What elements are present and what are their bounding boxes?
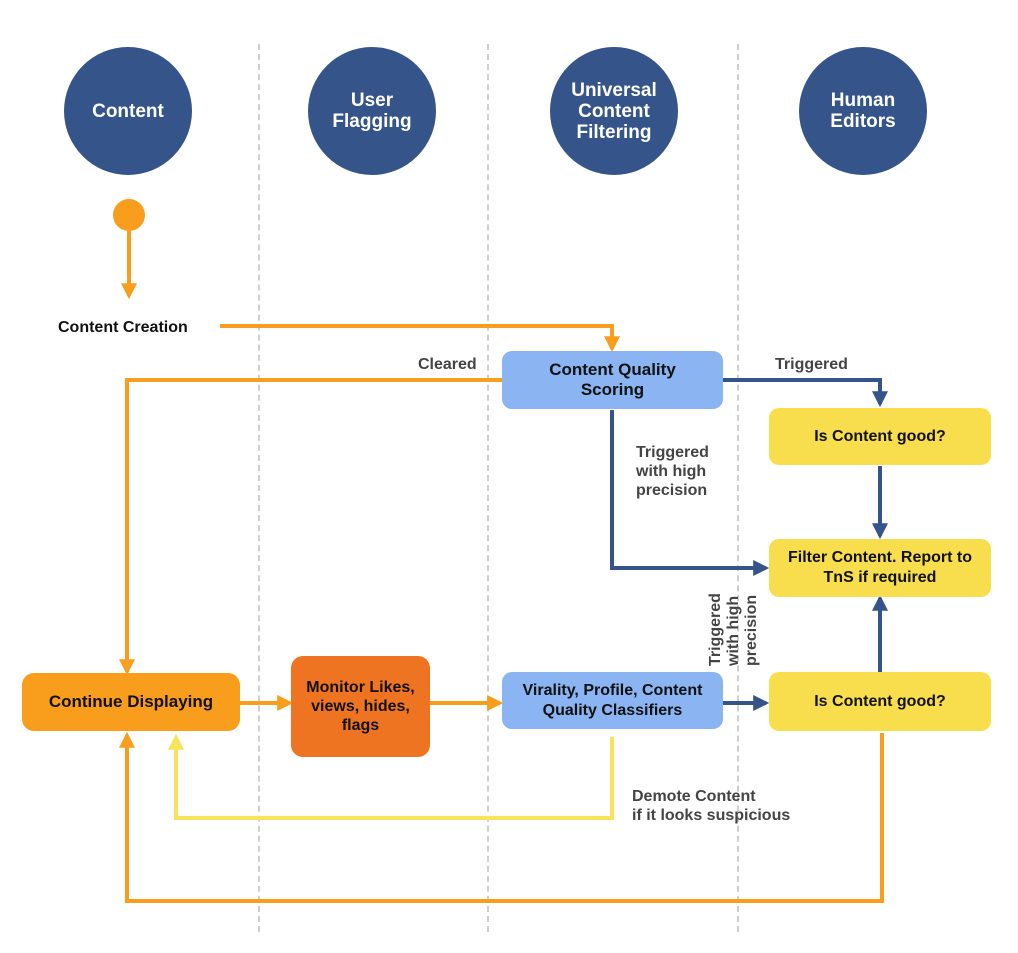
lane-divider-1 (258, 44, 260, 932)
node-is-content-good-bottom: Is Content good? (769, 672, 991, 731)
lane-header-content: Content (64, 47, 192, 175)
edge-cleared (119, 378, 503, 676)
lane-divider-3 (737, 44, 739, 932)
edge-label-triggered-high-precision-vertical: Triggered with high precision (707, 593, 760, 666)
node-content-quality-scoring: Content Quality Scoring (502, 351, 723, 409)
start-node (113, 199, 145, 231)
lane-header-user-flagging: User Flagging (308, 47, 436, 175)
edge-good-to-display (119, 731, 884, 903)
lane-header-human-editors: Human Editors (799, 47, 927, 175)
node-content-creation: Content Creation (58, 319, 188, 336)
edge-triggered (722, 378, 888, 408)
edge-creation-to-scoring (220, 324, 620, 353)
edge-label-triggered-high-precision: Triggered with high precision (636, 444, 709, 499)
node-classifiers: Virality, Profile, Content Quality Class… (502, 672, 723, 729)
edge-label-demote-content: Demote Content if it looks suspicious (632, 788, 791, 824)
edge-demote (168, 733, 614, 820)
node-filter-content: Filter Content. Report to TnS if require… (769, 539, 991, 597)
node-is-content-good-top: Is Content good? (769, 408, 991, 465)
lane-header-universal-content-filtering: Universal Content Filtering (550, 47, 678, 175)
edge-label-cleared: Cleared (418, 356, 477, 373)
node-continue-displaying: Continue Displaying (22, 673, 240, 731)
lane-divider-2 (487, 44, 489, 932)
edge-scoring-to-filter (610, 410, 770, 576)
edge-label-triggered: Triggered (775, 356, 848, 373)
node-monitor: Monitor Likes, views, hides, flags (291, 656, 430, 757)
